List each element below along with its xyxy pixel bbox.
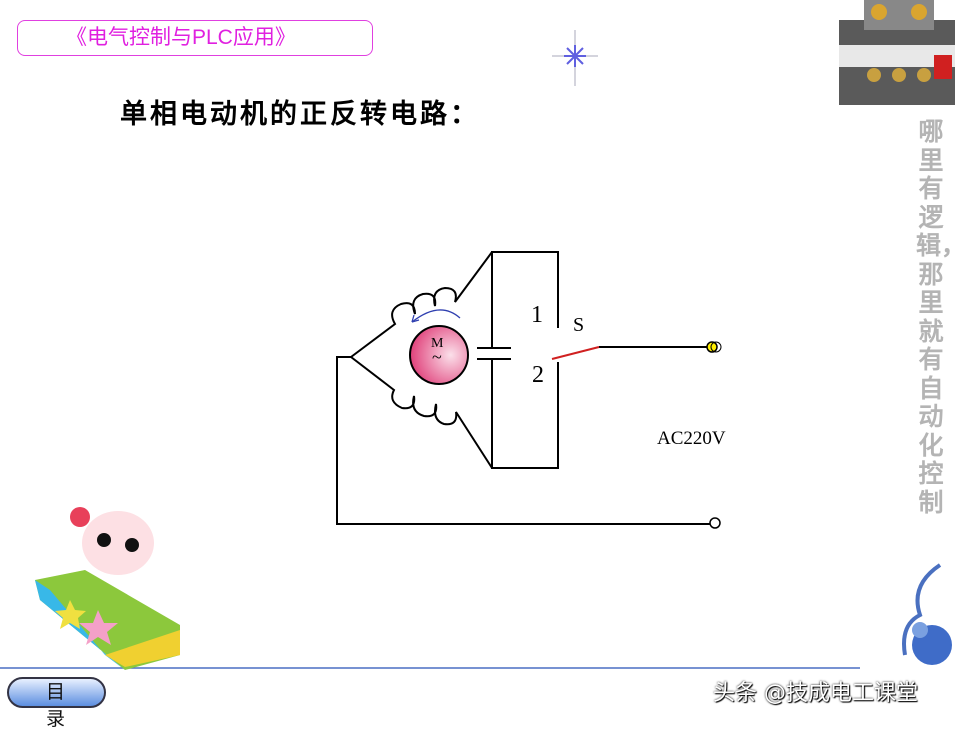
wire-left-return: [336, 356, 710, 525]
thermal-relay-image: [839, 0, 955, 105]
wire-capacitor-top: [491, 251, 559, 348]
switch-label: S: [573, 314, 585, 336]
course-title: 《电气控制与PLC应用》: [66, 26, 296, 49]
terminal-neutral: [709, 517, 721, 529]
contact-1-label: 1: [531, 302, 543, 328]
switch-blade: [551, 346, 600, 360]
rotation-arrow-icon: [411, 309, 461, 323]
course-title-box: 《电气控制与PLC应用》: [17, 20, 373, 56]
cartoon-book-image: [35, 507, 180, 670]
supply-label: AC220V: [657, 428, 726, 449]
blue-ornament-image: [902, 563, 952, 665]
table-of-contents-button[interactable]: 目 录: [7, 677, 106, 730]
motor: [409, 325, 469, 385]
watermark-text: 头条 @技成电工课堂: [713, 681, 918, 706]
terminal-live: [706, 341, 718, 353]
winding-bottom: [350, 356, 493, 469]
contact-2-label: 2: [532, 362, 544, 388]
motor-label: M: [431, 336, 444, 351]
slide-title: 单相电动机的正反转电路：: [120, 99, 480, 130]
motor-ac-symbol: ~: [432, 347, 442, 367]
winding-top: [350, 251, 493, 358]
slogan-vertical-text: 哪里有逻辑，那里就有自动化控制: [916, 117, 960, 517]
wire-capacitor-bottom: [491, 359, 559, 469]
sparkle-icon: [552, 30, 598, 86]
